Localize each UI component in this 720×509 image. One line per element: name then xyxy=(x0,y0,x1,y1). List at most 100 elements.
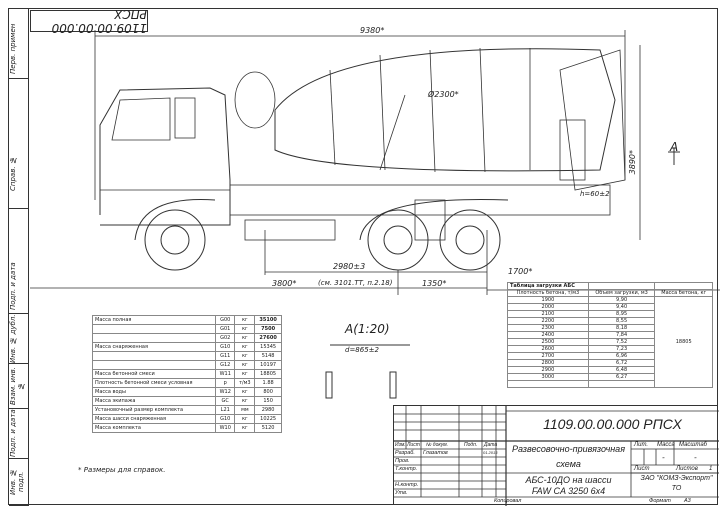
mass-table-cell: 18805 xyxy=(254,369,282,379)
tb-date: 01.2013 xyxy=(483,450,498,455)
dim-length: 9380* xyxy=(360,26,385,35)
dim-wheelbase: 2980±3 xyxy=(333,262,366,271)
mass-table-cell: кг xyxy=(234,396,256,406)
load-table-cell: 6,48 xyxy=(587,366,656,374)
mass-table-cell: 10197 xyxy=(254,360,282,370)
tb-row-prov: Пров. xyxy=(395,458,410,464)
side-stamp-strip: Перв. примен Справ. № Подп. и дата Инв. … xyxy=(8,8,29,506)
tb-row-nkontr: Н.контр. xyxy=(395,482,419,488)
dim-drum-diameter: Ø2300* xyxy=(428,90,459,99)
dim-d: d=865±2 xyxy=(345,346,379,354)
mass-table-cell: мм xyxy=(234,405,256,415)
tb-row-razrab: Разраб. xyxy=(395,450,415,456)
load-table-header: Масса бетона, кг xyxy=(654,289,713,297)
mass-table-cell: W11 xyxy=(214,369,236,379)
tb-role-date: Дата xyxy=(484,442,498,448)
mass-table-cell: кг xyxy=(234,423,256,433)
mass-table-cell: т/м3 xyxy=(234,378,256,388)
tb-product-2: FAW CA 3250 6x4 xyxy=(531,486,606,496)
load-table-cell: 1900 xyxy=(507,296,589,304)
tb-name-1: Развесовочно-привязочная xyxy=(512,444,625,454)
mass-table-cell: 10225 xyxy=(254,414,282,424)
load-table-cell: 8,55 xyxy=(587,317,656,325)
load-table-cell: 2000 xyxy=(507,303,589,311)
mass-table-cell xyxy=(92,324,216,334)
mass-table-cell: кг xyxy=(234,315,256,325)
load-table-cell: 6,27 xyxy=(587,373,656,381)
load-table-header: Плотность бетона, т/м3 xyxy=(507,289,589,297)
mixer-drum xyxy=(234,47,626,191)
mass-table-cell: кг xyxy=(234,333,256,343)
dimension-lines xyxy=(30,30,720,295)
tb-lit: Лит. xyxy=(634,442,649,448)
tb-product-1: АБС-10ДО на шасси xyxy=(525,475,612,485)
dim-front: 3800* xyxy=(272,279,297,288)
load-table-cell: 2900 xyxy=(507,366,589,374)
cab xyxy=(99,87,231,226)
view-a-arrow-label: A xyxy=(670,140,679,154)
load-table-cell: 8,18 xyxy=(587,324,656,332)
mass-table-cell: кг xyxy=(234,351,256,361)
title-block: 1109.00.00.000 РПСХ Развесовочно-привязо… xyxy=(393,405,719,506)
mass-table-cell: GC xyxy=(214,396,236,406)
tb-dept: ТО xyxy=(671,485,682,492)
mass-table-cell: G12 xyxy=(214,360,236,370)
view-a-title: A(1:20) xyxy=(345,322,390,336)
tb-role-sign: Подп. xyxy=(464,442,478,448)
mass-table-cell: G10 xyxy=(214,342,236,352)
mass-table-cell: 5148 xyxy=(254,351,282,361)
mass-table-cell: 27600 xyxy=(254,333,282,343)
mass-table-cell: 1.88 xyxy=(254,378,282,388)
mass-table-cell: Масса снаряженная xyxy=(92,342,216,352)
mass-table-cell: 800 xyxy=(254,387,282,397)
load-table-cell: 7,52 xyxy=(587,338,656,346)
tb-company: ЗАО "КОМЗ-Экспорт" xyxy=(640,475,713,482)
mass-table-cell: L21 xyxy=(214,405,236,415)
load-table-cell: 2800 xyxy=(507,359,589,367)
mass-table-cell: Масса экипажа xyxy=(92,396,216,406)
mass-table-cell: p xyxy=(214,378,236,388)
mass-table-cell: кг xyxy=(234,414,256,424)
chassis-frame xyxy=(229,184,611,241)
mass-table-cell: кг xyxy=(234,369,256,379)
mass-table-cell: Масса комплекта xyxy=(92,423,216,433)
mass-table-cell: Масса шасси снаряженная xyxy=(92,414,216,424)
load-table-cell: 2100 xyxy=(507,310,589,318)
mass-table-cell: G00 xyxy=(214,315,236,325)
load-table-cell: 9,40 xyxy=(587,303,656,311)
mass-table-cell xyxy=(92,351,216,361)
load-table-cell: 7,23 xyxy=(587,345,656,353)
title-block-grid xyxy=(394,406,719,506)
load-table-cell: 2400 xyxy=(507,331,589,339)
tb-listov: Листов xyxy=(676,466,698,472)
mass-table-cell: 150 xyxy=(254,396,282,406)
mass-table-cell: кг xyxy=(234,324,256,334)
tb-role-list: Лист xyxy=(407,442,420,448)
view-a xyxy=(325,148,680,399)
mass-table-cell: Установочный размер комплекта xyxy=(92,405,216,415)
load-table-cell: 2500 xyxy=(507,338,589,346)
tb-row-tkontr: Т.контр. xyxy=(395,466,418,472)
mass-table-cell xyxy=(92,333,216,343)
wheels xyxy=(134,199,509,271)
tb-massa: Масса xyxy=(657,442,675,448)
tb-developer: Глазатов xyxy=(423,450,448,456)
mass-table-cell xyxy=(92,360,216,370)
mass-table-cell: кг xyxy=(234,387,256,397)
drawing-frame xyxy=(28,8,718,505)
load-table-cell: 2300 xyxy=(507,324,589,332)
mass-table-cell: кг xyxy=(234,360,256,370)
load-table-mass: 18805 xyxy=(654,296,713,388)
tb-list: Лист xyxy=(634,466,650,472)
mass-table-cell: кг xyxy=(234,342,256,352)
mass-table-cell: W10 xyxy=(214,423,236,433)
tb-scale-val: - xyxy=(694,453,697,462)
